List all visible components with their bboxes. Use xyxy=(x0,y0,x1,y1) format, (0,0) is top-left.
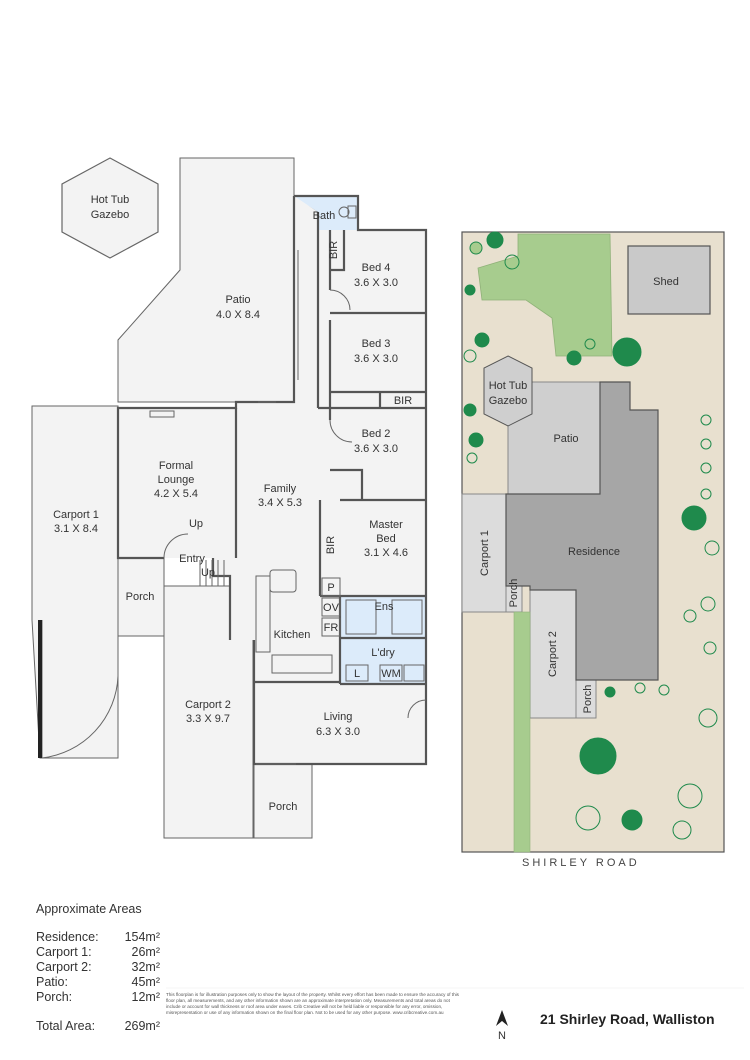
site-carport2-label: Carport 2 xyxy=(547,631,559,677)
bath-wet-area xyxy=(294,196,358,230)
master-bed-label: Master xyxy=(369,519,403,531)
formal-lounge-label: Formal xyxy=(159,460,193,472)
total-area-row: Total Area:269m² xyxy=(36,1019,160,1033)
bed4-size: 3.6 X 3.0 xyxy=(354,277,398,289)
carport2-site xyxy=(529,589,577,719)
bed2-size: 3.6 X 3.0 xyxy=(354,443,398,455)
laundry-wet-area xyxy=(340,638,426,684)
carport1-size: 3.1 X 8.4 xyxy=(54,523,98,535)
bir-top-label: BIR xyxy=(328,241,340,259)
carport1-label: Carport 1 xyxy=(53,509,99,521)
site-gazebo-label: Hot Tub xyxy=(489,380,528,392)
area-row: Carport 1:26m² xyxy=(36,945,160,959)
gazebo-label-2: Gazebo xyxy=(91,209,130,221)
family-size: 3.4 X 5.3 xyxy=(258,497,302,509)
kitchen-label: Kitchen xyxy=(274,629,311,641)
bir-master-label: BIR xyxy=(325,536,337,554)
road-label: SHIRLEY ROAD xyxy=(522,857,640,869)
site-carport1-label: Carport 1 xyxy=(479,530,491,576)
site-labels: Shed Hot Tub Gazebo Patio Residence Carp… xyxy=(479,276,679,713)
up-label-2: Up xyxy=(201,567,215,579)
floor-plan xyxy=(31,157,428,839)
carport1-area xyxy=(31,405,119,759)
lawn-area xyxy=(477,233,613,357)
patio-size: 4.0 X 8.4 xyxy=(216,309,260,321)
pantry-label: P xyxy=(327,582,334,594)
formal-lounge-label-2: Lounge xyxy=(158,474,195,486)
fridge-label: FR xyxy=(324,622,339,634)
porch-bottom-area xyxy=(253,763,313,839)
bed3-size: 3.6 X 3.0 xyxy=(354,353,398,365)
site-porch1-label: Porch xyxy=(508,579,520,608)
living-size: 6.3 X 3.0 xyxy=(316,726,360,738)
bed4-label: Bed 4 xyxy=(362,262,391,274)
porch-left-label: Porch xyxy=(126,591,155,603)
areas-heading: Approximate Areas xyxy=(36,902,142,916)
ensuite-label: Ens xyxy=(375,601,394,613)
bed2-label: Bed 2 xyxy=(362,428,391,440)
site-trees xyxy=(463,231,720,840)
residence-label: Residence xyxy=(568,546,620,558)
compass-label: N xyxy=(498,1030,506,1042)
site-patio-label: Patio xyxy=(553,433,578,445)
shed-building xyxy=(627,245,711,315)
entry-label: Entry xyxy=(179,553,205,565)
area-row: Residence:154m² xyxy=(36,930,160,944)
oven-label: OV xyxy=(323,602,340,614)
area-row: Porch:12m² xyxy=(36,990,160,1004)
residence-building xyxy=(505,381,659,681)
driveway-strip xyxy=(513,611,531,853)
formal-lounge-size: 4.2 X 5.4 xyxy=(154,488,198,500)
master-bed-label-2: Bed xyxy=(376,533,396,545)
compass-icon: N xyxy=(496,1010,508,1042)
family-label: Family xyxy=(264,483,297,495)
living-label: Living xyxy=(324,711,353,723)
site-porch2-label: Porch xyxy=(582,685,594,714)
carport2-label: Carport 2 xyxy=(185,699,231,711)
hot-tub-gazebo-left xyxy=(61,157,159,259)
porch-left-area xyxy=(117,557,165,637)
site-gazebo xyxy=(483,355,533,427)
bath-label: Bath xyxy=(313,210,336,222)
up-label-1: Up xyxy=(189,518,203,530)
master-bed-size: 3.1 X 4.6 xyxy=(364,547,408,559)
patio-label: Patio xyxy=(225,294,250,306)
laundry-label: L'dry xyxy=(371,647,395,659)
ensuite-wet-area xyxy=(340,596,426,638)
shed-label: Shed xyxy=(653,276,679,288)
gazebo-label: Hot Tub xyxy=(91,194,130,206)
property-address: 21 Shirley Road, Walliston xyxy=(540,1011,715,1027)
site-gazebo-label-2: Gazebo xyxy=(489,395,528,407)
porch-bottom-label: Porch xyxy=(269,801,298,813)
carport1-site xyxy=(461,493,507,613)
floor-plan-labels: Hot Tub Gazebo Bath BIR Bed 4 3.6 X 3.0 … xyxy=(53,194,412,813)
laundry-l-label: L xyxy=(354,668,360,680)
site-plan xyxy=(461,231,725,853)
disclaimer-text: This floorplan is for illustration purpo… xyxy=(166,992,459,1015)
bir-mid-label: BIR xyxy=(394,395,412,407)
area-row: Patio:45m² xyxy=(36,975,160,989)
bed3-label: Bed 3 xyxy=(362,338,391,350)
wm-label: WM xyxy=(381,668,401,680)
area-row: Carport 2:32m² xyxy=(36,960,160,974)
carport2-size: 3.3 X 9.7 xyxy=(186,713,230,725)
approximate-areas: Approximate Areas Residence:154m² Carpor… xyxy=(36,902,160,1034)
